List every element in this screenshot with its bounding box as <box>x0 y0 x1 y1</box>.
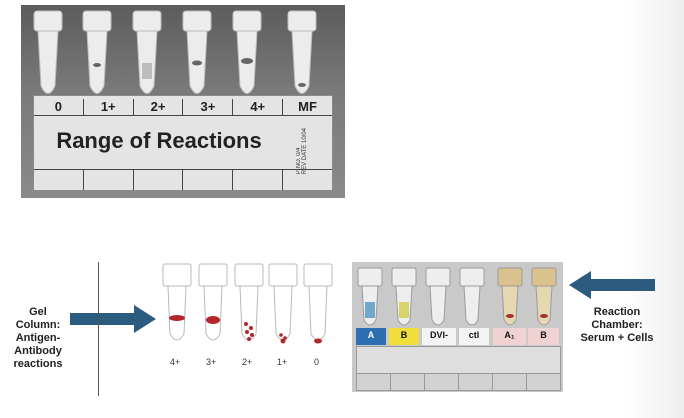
grade-mf: MF <box>298 99 317 114</box>
gel-column-line4: reactions <box>13 358 63 370</box>
gel-tubes-top <box>33 10 317 94</box>
reaction-chamber-line3: Serum + Cells <box>580 332 654 344</box>
tube-grade-3plus: 3+ <box>206 357 217 367</box>
tube-set <box>33 10 317 94</box>
grade-3plus: 3+ <box>183 99 234 115</box>
reaction-chamber-line1: Reaction <box>593 306 641 318</box>
card-box-row <box>34 169 332 190</box>
chamber-ctl: ctl <box>459 328 489 345</box>
tube-grade-4plus: 4+ <box>170 357 181 367</box>
reaction-card: 0 1+ 2+ 3+ 4+ MF Range of Reactions P-NO… <box>33 95 333 191</box>
reaction-chamber-arrow <box>569 271 655 299</box>
tube-grade-0: 0 <box>314 357 320 367</box>
grade-row: 0 1+ 2+ 3+ 4+ MF <box>34 99 332 116</box>
gel-card-box-row <box>356 373 561 391</box>
gel-card-photo: A B DVI- ctl A₁ B <box>352 262 563 392</box>
grade-2plus: 2+ <box>134 99 184 115</box>
gel-column-line1: Gel Column: <box>15 306 61 331</box>
gel-tubes-diagram <box>162 263 333 344</box>
divider-line <box>98 262 99 396</box>
grade-0: 0 <box>34 99 84 115</box>
tube-grade-2plus: 2+ <box>242 357 253 367</box>
chamber-dvi: DVI- <box>422 328 456 345</box>
gel-column-label: Gel Column: Antigen- Antibody reactions <box>8 306 68 371</box>
card-code-line2: REV DATE 10/04 <box>302 128 308 175</box>
gel-card-label-area <box>356 346 561 374</box>
tube-grade-1plus: 1+ <box>277 357 288 367</box>
chamber-a: A <box>356 328 386 345</box>
reaction-chamber-line2: Chamber: <box>591 319 643 331</box>
reaction-chamber-label: Reaction Chamber: Serum + Cells <box>573 306 661 345</box>
chamber-b: B <box>389 328 419 345</box>
grade-1plus: 1+ <box>84 99 134 115</box>
chamber-b2: B <box>528 328 559 345</box>
grade-4plus: 4+ <box>233 99 284 115</box>
reaction-marks <box>93 58 306 87</box>
gel-column-line3: Antibody <box>14 345 62 357</box>
range-of-reactions-photo: 0 1+ 2+ 3+ 4+ MF Range of Reactions P-NO… <box>21 5 345 198</box>
chamber-a1: A₁ <box>493 328 526 345</box>
card-title: Range of Reactions <box>56 128 262 153</box>
gel-column-line2: Antigen- <box>15 332 61 344</box>
gel-column-arrow <box>70 305 156 333</box>
card-code: P-NO. 0/4 REV DATE 10/04 <box>296 128 308 174</box>
right-edge-shade <box>624 0 684 418</box>
